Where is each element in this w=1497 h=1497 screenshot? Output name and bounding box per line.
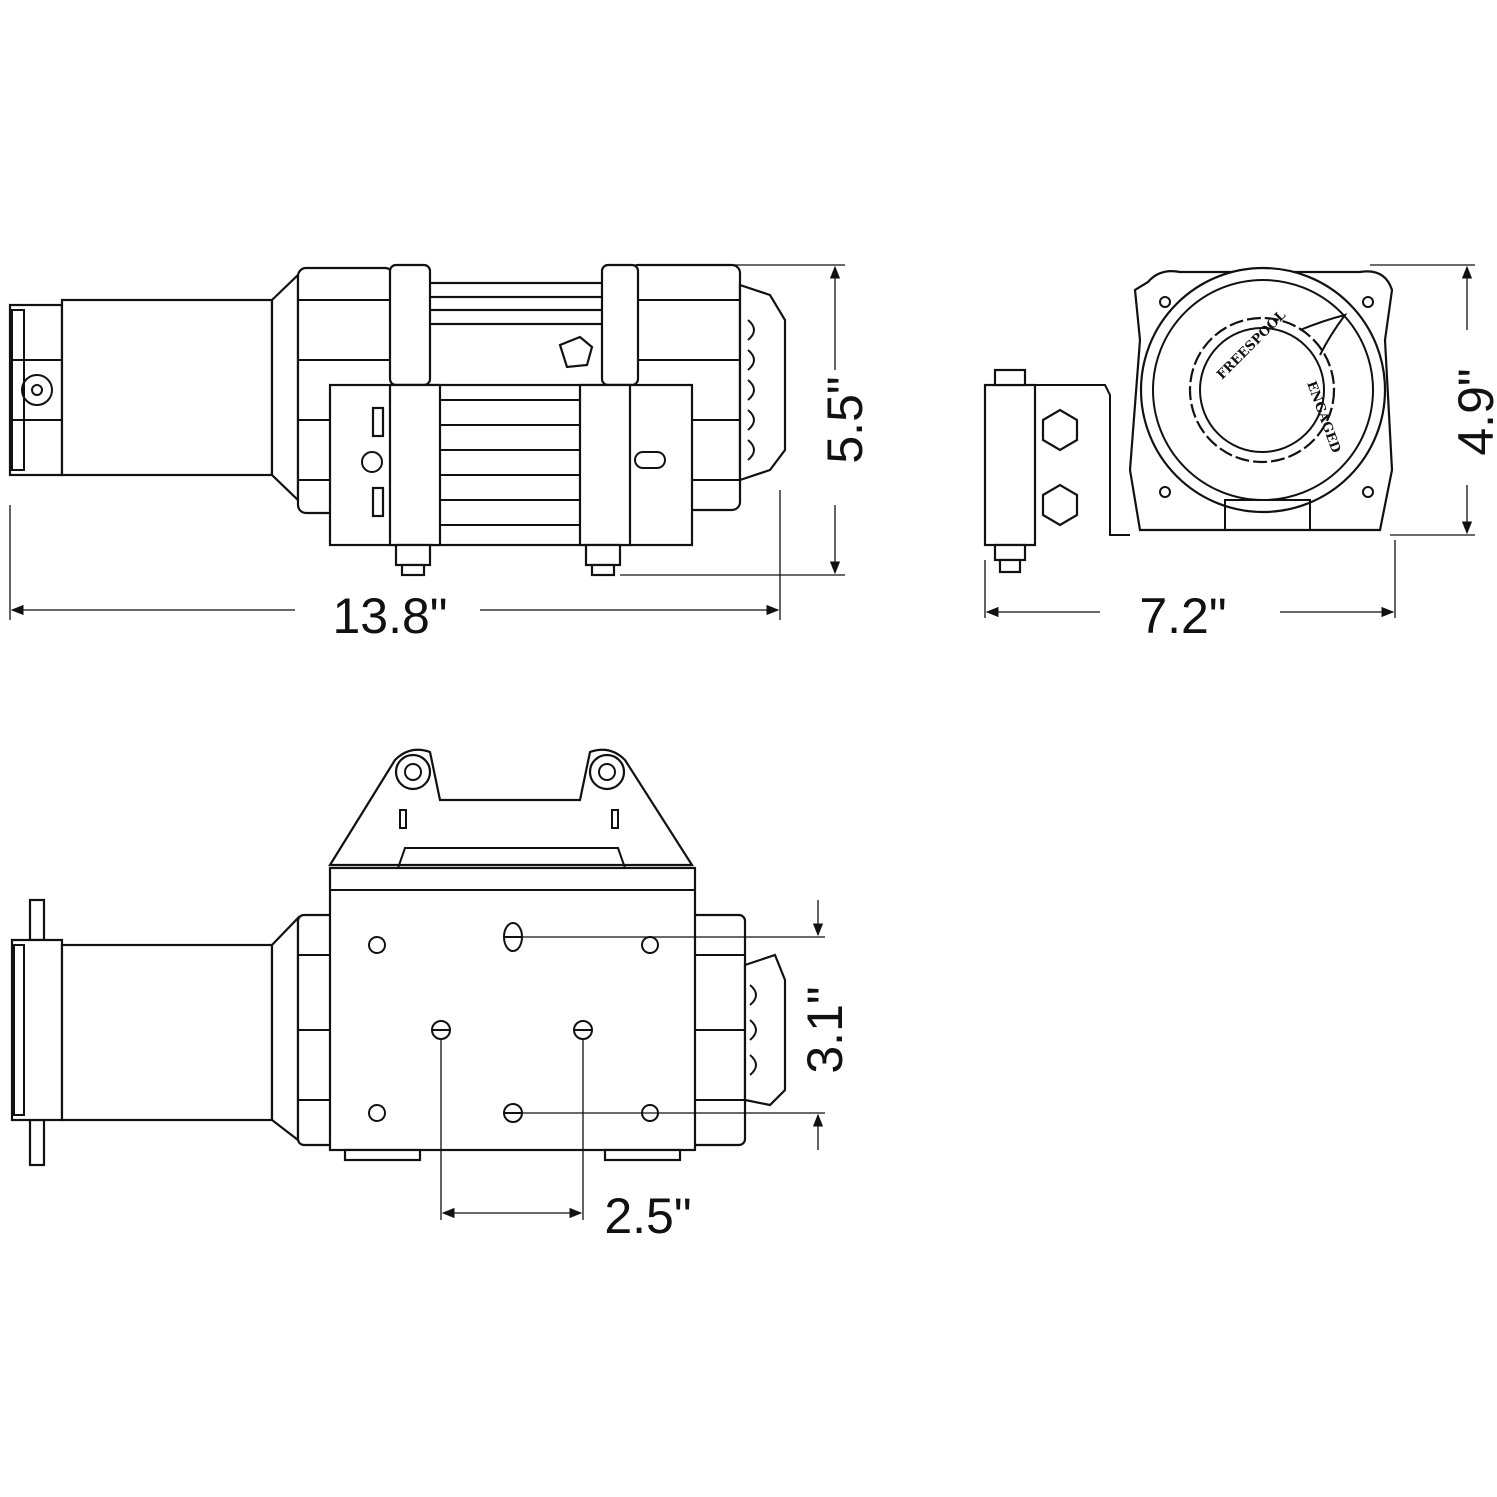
tie-rod xyxy=(388,263,640,387)
end-height-label: 4.9" xyxy=(1448,368,1497,455)
drum-housing-bottom xyxy=(296,913,787,1147)
drum-end-housing: FREESPOOL ENGAGED xyxy=(1128,266,1394,532)
motor xyxy=(8,272,300,503)
bottom-view: 3.1" 2.5" xyxy=(10,748,853,1244)
dimension-bolt-width: 2.5" xyxy=(440,1040,692,1244)
dimension-height: 5.5" xyxy=(620,264,873,576)
end-width-label: 7.2" xyxy=(1139,588,1226,644)
end-view: FREESPOOL ENGAGED 7.2" 4.9" xyxy=(983,264,1497,644)
bolt-width-label: 2.5" xyxy=(604,1188,691,1244)
length-label: 13.8" xyxy=(332,588,447,644)
bolt-depth-label: 3.1" xyxy=(797,986,853,1073)
dimension-end-width: 7.2" xyxy=(984,540,1396,644)
motor-bottom xyxy=(10,898,300,1167)
dimension-bolt-depth: 3.1" xyxy=(522,900,853,1150)
side-view: 13.8" 5.5" xyxy=(8,263,873,644)
dimension-length: 13.8" xyxy=(9,490,781,644)
mounting-plate xyxy=(328,866,697,1162)
height-label: 5.5" xyxy=(817,376,873,463)
fairlead-bracket xyxy=(328,748,695,869)
mount-bracket xyxy=(983,368,1130,574)
fairlead-plate xyxy=(328,383,694,577)
dimension-end-height: 4.9" xyxy=(1370,264,1497,536)
